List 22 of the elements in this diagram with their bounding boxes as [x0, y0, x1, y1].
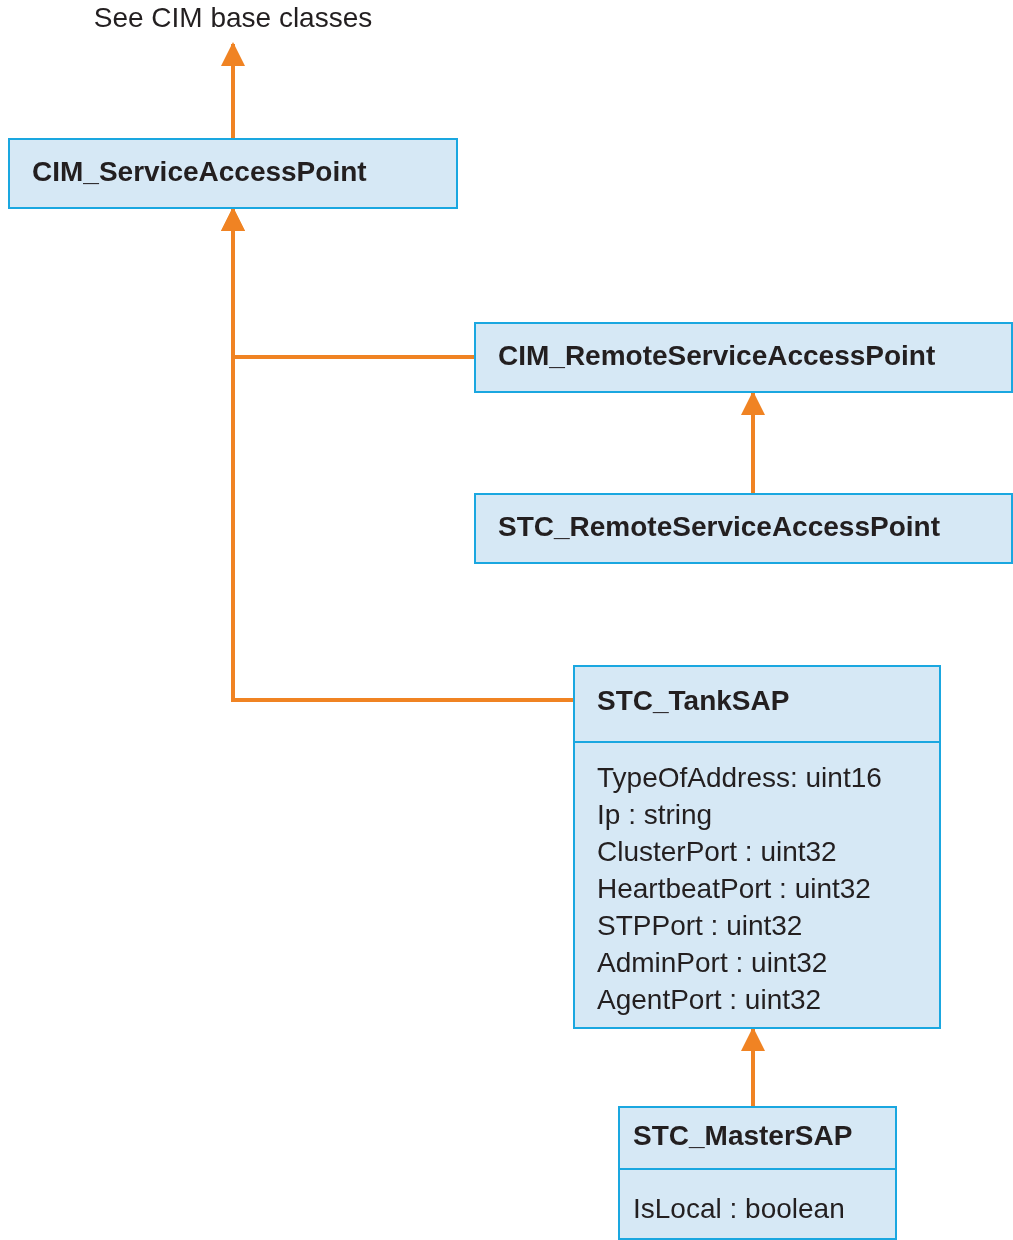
note-text: See CIM base classes	[70, 2, 396, 44]
class-name: STC_TankSAP	[597, 685, 790, 716]
inheritance-arrow	[741, 1027, 765, 1106]
class-name: STC_MasterSAP	[633, 1120, 853, 1151]
attribute-text: Ip : string	[597, 798, 713, 832]
attribute-text: IsLocal : boolean	[633, 1192, 845, 1226]
attribute-text: AgentPort : uint32	[597, 983, 822, 1017]
inheritance-arrow	[221, 42, 245, 138]
class-name: CIM_ServiceAccessPoint	[32, 156, 367, 187]
inheritance-arrow	[741, 391, 765, 493]
class-box	[618, 1106, 897, 1240]
class-name: STC_RemoteServiceAccessPoint	[498, 511, 940, 542]
class-box	[8, 138, 458, 209]
class-box	[573, 665, 941, 1029]
attribute-text: STPPort : uint32	[597, 909, 803, 943]
attribute-text: HeartbeatPort : uint32	[597, 872, 871, 906]
class-box	[474, 493, 1013, 564]
attribute-text: AdminPort : uint32	[597, 946, 828, 980]
class-box	[474, 322, 1013, 393]
attribute-text: ClusterPort : uint32	[597, 835, 837, 869]
class-name: CIM_RemoteServiceAccessPoint	[498, 340, 936, 371]
attribute-text: TypeOfAddress: uint16	[597, 761, 882, 795]
